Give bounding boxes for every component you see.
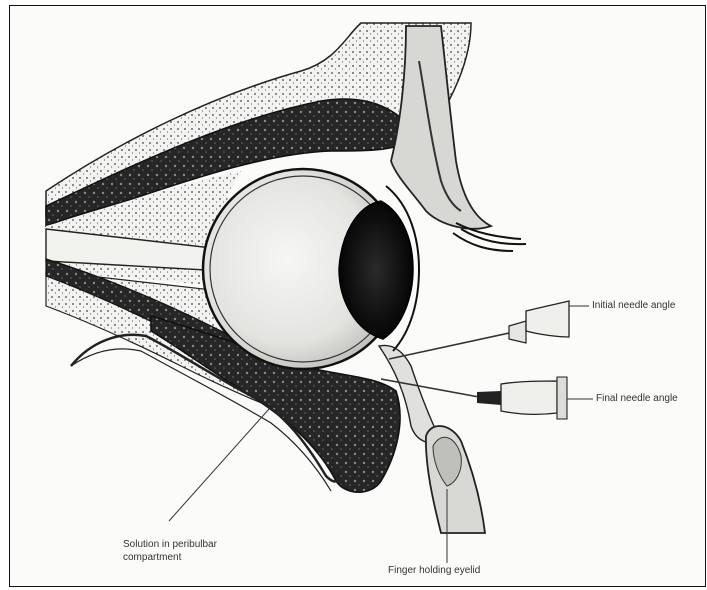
diagram-frame: Initial needle angle Final needle angle …: [9, 5, 706, 587]
eye-cross-section-illustration: [10, 6, 706, 587]
initial-needle: [389, 301, 569, 359]
upper-eyelid: [391, 26, 491, 229]
leader-solution: [169, 409, 269, 521]
label-finger-holding-eyelid: Finger holding eyelid: [388, 565, 480, 577]
label-solution-line2: compartment: [123, 552, 181, 564]
label-final-needle-angle: Final needle angle: [596, 393, 678, 405]
label-initial-needle-angle: Initial needle angle: [592, 300, 675, 312]
label-solution-line1: Solution in peribulbar: [123, 539, 217, 551]
